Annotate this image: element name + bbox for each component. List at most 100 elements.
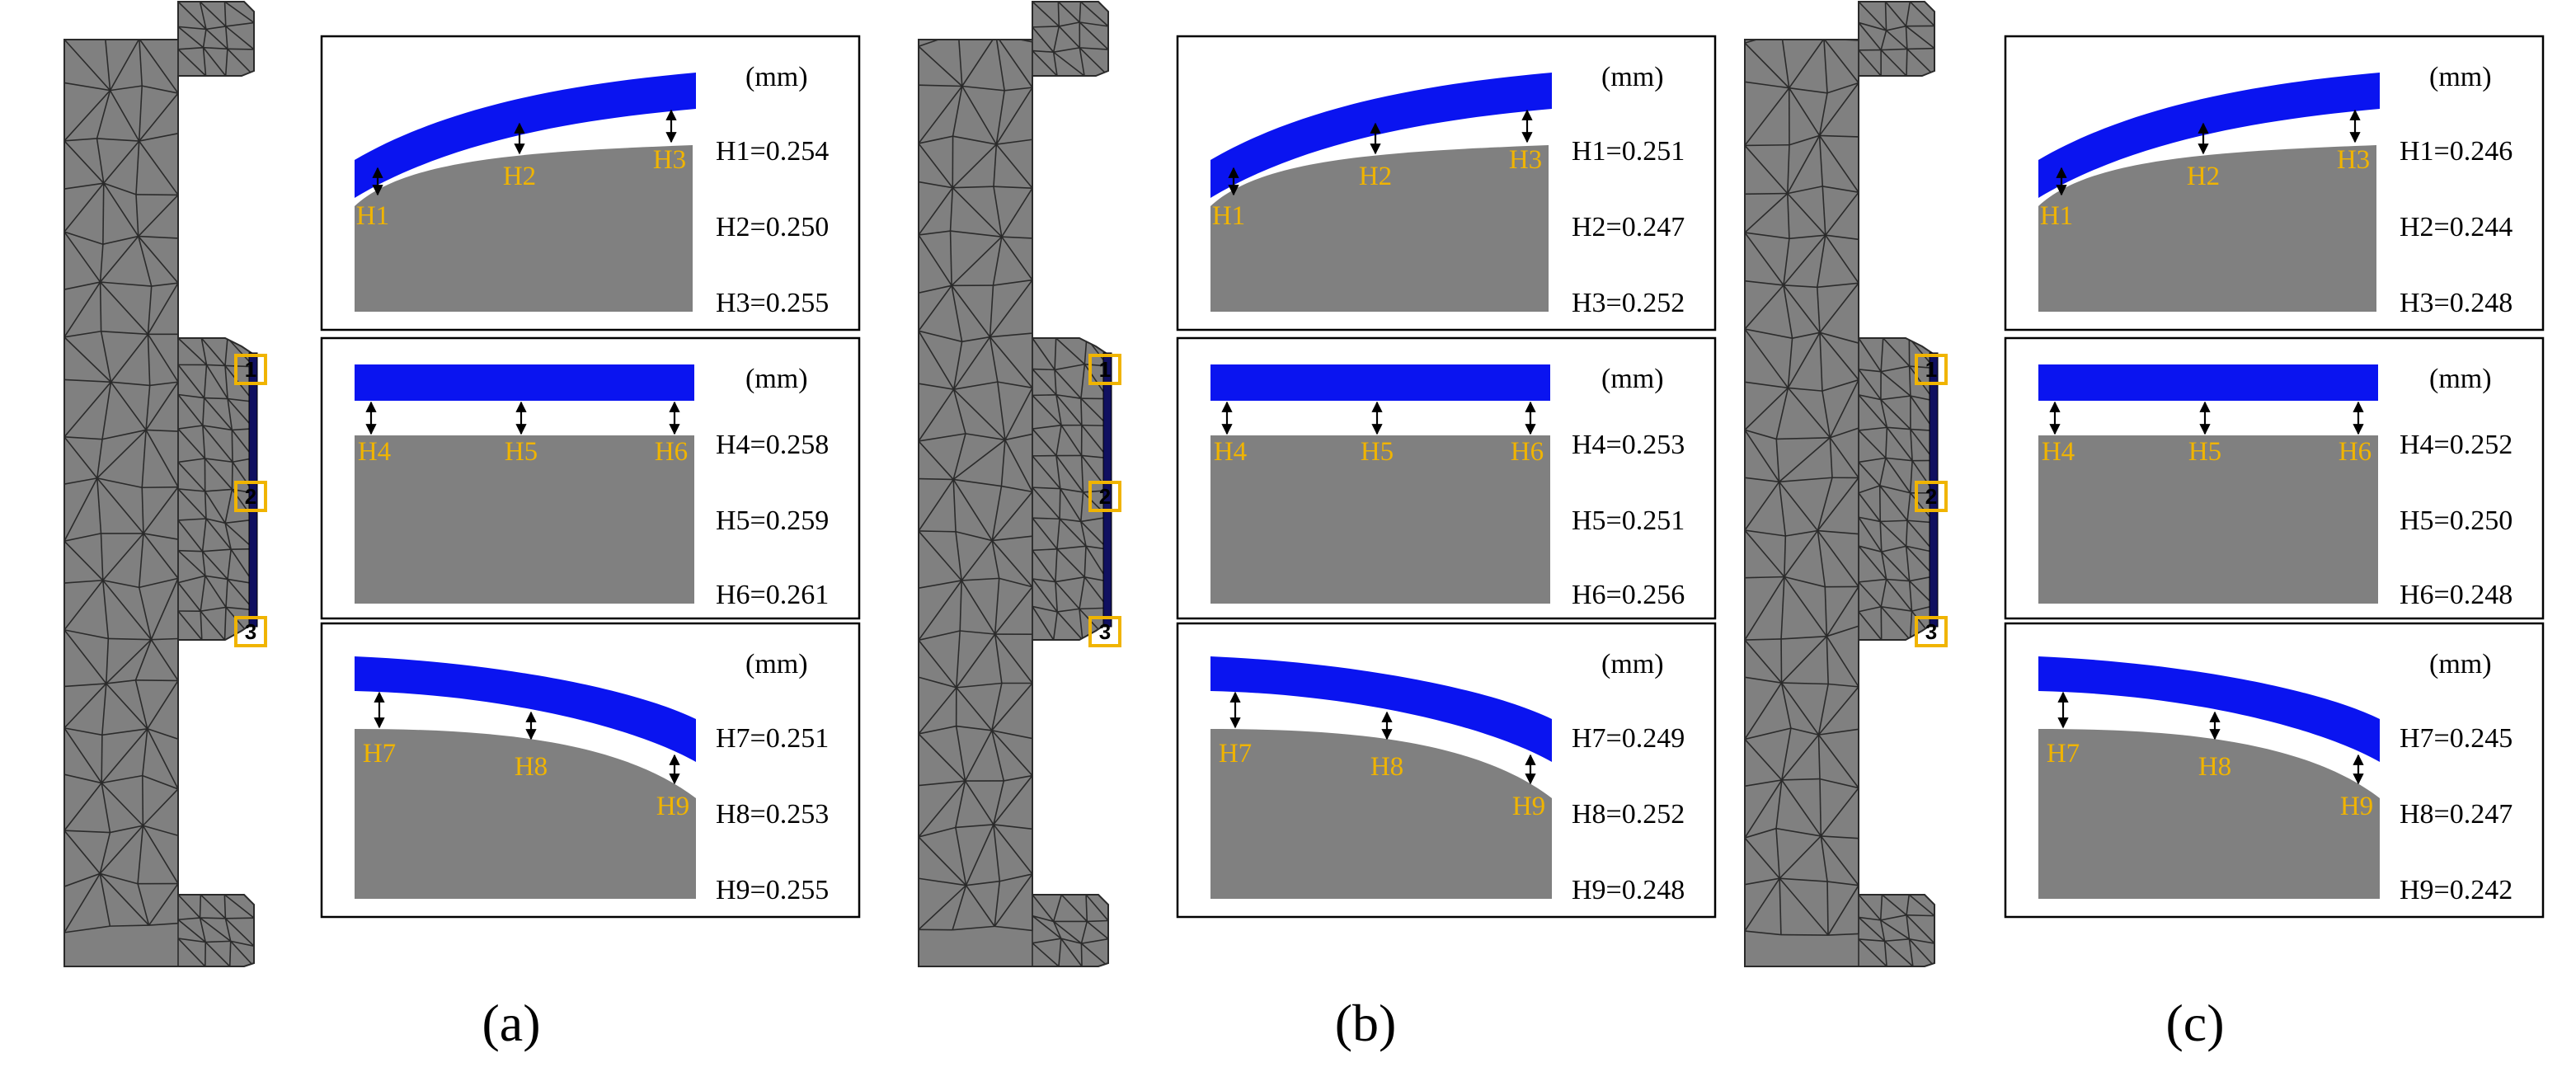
mesh-edge bbox=[100, 236, 139, 283]
film-shape bbox=[2038, 656, 2380, 762]
mesh-edge bbox=[138, 194, 179, 237]
mesh-edge bbox=[64, 436, 98, 479]
gap-label: H6 bbox=[1511, 437, 1544, 467]
mesh-edge bbox=[1787, 193, 1826, 236]
mesh-edge bbox=[1745, 429, 1780, 482]
mesh-edge bbox=[177, 488, 205, 492]
gap-label: H2 bbox=[503, 162, 536, 191]
mesh-edge bbox=[1825, 234, 1859, 241]
model-body bbox=[918, 1, 1109, 967]
mesh-edge bbox=[101, 728, 148, 784]
mesh-edge bbox=[919, 440, 954, 480]
mesh-edge bbox=[992, 535, 1033, 542]
mesh-edge bbox=[101, 735, 103, 783]
mesh-edge bbox=[64, 830, 110, 834]
mesh-edge bbox=[1858, 938, 1885, 943]
mesh-edge bbox=[1880, 606, 1911, 641]
mesh-edge bbox=[100, 331, 112, 383]
marker-3: 3 bbox=[1088, 616, 1121, 647]
mesh-edge bbox=[1787, 193, 1790, 239]
film-shape bbox=[1210, 364, 1550, 401]
mesh-edge bbox=[64, 231, 101, 283]
mesh-edge bbox=[1818, 82, 1859, 136]
mesh-edge bbox=[1779, 477, 1833, 483]
mesh-edge bbox=[1776, 436, 1831, 440]
mesh-edge bbox=[1858, 461, 1881, 487]
mesh-edge bbox=[103, 182, 137, 195]
mesh-edge bbox=[994, 35, 1005, 91]
mesh-edge bbox=[1057, 608, 1080, 613]
mesh-edge bbox=[1858, 492, 1881, 522]
mesh-edge bbox=[1827, 885, 1859, 936]
gap-label: H7 bbox=[363, 739, 396, 769]
mesh-edge bbox=[101, 774, 143, 784]
mesh-edge bbox=[149, 381, 179, 387]
mesh-edge bbox=[204, 458, 233, 463]
marker-3: 3 bbox=[234, 616, 267, 647]
mesh-edge bbox=[106, 683, 148, 730]
mesh-edge bbox=[177, 364, 205, 399]
mesh-edge bbox=[143, 533, 179, 540]
mesh-edge bbox=[993, 824, 1001, 881]
mesh-edge bbox=[1788, 387, 1822, 392]
mesh-edge bbox=[1880, 519, 1908, 523]
mesh-edge bbox=[102, 580, 152, 641]
unit-label: (mm) bbox=[2429, 62, 2492, 92]
mesh-edge bbox=[1079, 21, 1108, 27]
mesh-edge bbox=[1052, 921, 1062, 939]
mesh-edge bbox=[64, 182, 105, 233]
mesh-edge bbox=[1858, 578, 1887, 583]
mesh-edge bbox=[1060, 894, 1088, 923]
mesh-edge bbox=[1819, 778, 1822, 836]
gap-label: H8 bbox=[1370, 752, 1403, 782]
mesh-edge bbox=[205, 940, 231, 943]
marker-label: 1 bbox=[1099, 357, 1111, 382]
mesh-edge bbox=[177, 26, 207, 31]
gap-label: H6 bbox=[2339, 437, 2372, 467]
mesh-edge bbox=[1086, 920, 1108, 940]
mesh-edge bbox=[949, 187, 954, 232]
mesh-edge bbox=[1060, 938, 1083, 966]
mesh-edge bbox=[99, 873, 111, 927]
mesh-edge bbox=[200, 611, 203, 641]
mesh-edge bbox=[1745, 328, 1793, 339]
mesh-edge bbox=[142, 774, 179, 790]
mesh-edge bbox=[1032, 424, 1062, 430]
mesh-edge bbox=[1032, 428, 1057, 457]
mesh-edge bbox=[1779, 877, 1828, 882]
mesh-edge bbox=[999, 577, 1033, 588]
mesh-edge bbox=[993, 775, 1033, 825]
mesh-edge bbox=[1745, 381, 1789, 389]
mesh-edge bbox=[224, 2, 254, 24]
mesh-edge bbox=[1878, 458, 1887, 487]
gap-value: H7=0.245 bbox=[2400, 723, 2513, 754]
mesh-edge bbox=[1821, 835, 1859, 839]
mesh-edge bbox=[64, 231, 104, 245]
gap-label: H9 bbox=[656, 792, 689, 821]
mesh-edge bbox=[994, 633, 1003, 684]
mesh-edge bbox=[1858, 21, 1887, 31]
mesh-edge bbox=[919, 477, 954, 481]
marker-label: 2 bbox=[1099, 484, 1111, 509]
unit-label: (mm) bbox=[2429, 364, 2492, 394]
mesh-edge bbox=[227, 398, 233, 430]
gap-label: H2 bbox=[2187, 162, 2220, 191]
mesh-edge bbox=[1880, 30, 1887, 50]
mesh-edge bbox=[177, 461, 206, 492]
mesh-edge bbox=[1059, 518, 1087, 547]
mesh-edge bbox=[1880, 337, 1884, 372]
mesh-edge bbox=[110, 924, 149, 927]
mesh-edge bbox=[138, 86, 143, 142]
mesh-edge bbox=[1858, 605, 1882, 613]
mesh-edge bbox=[109, 38, 140, 92]
mesh-edge bbox=[204, 941, 231, 966]
mesh-edge bbox=[991, 491, 1033, 542]
marker-box bbox=[1088, 481, 1121, 512]
mesh-edge bbox=[952, 341, 963, 390]
figure-caption: (c) bbox=[2165, 994, 2224, 1052]
gap-value: H9=0.248 bbox=[1572, 875, 1685, 905]
mesh-edge bbox=[1087, 919, 1108, 923]
mesh-edge bbox=[202, 425, 233, 463]
